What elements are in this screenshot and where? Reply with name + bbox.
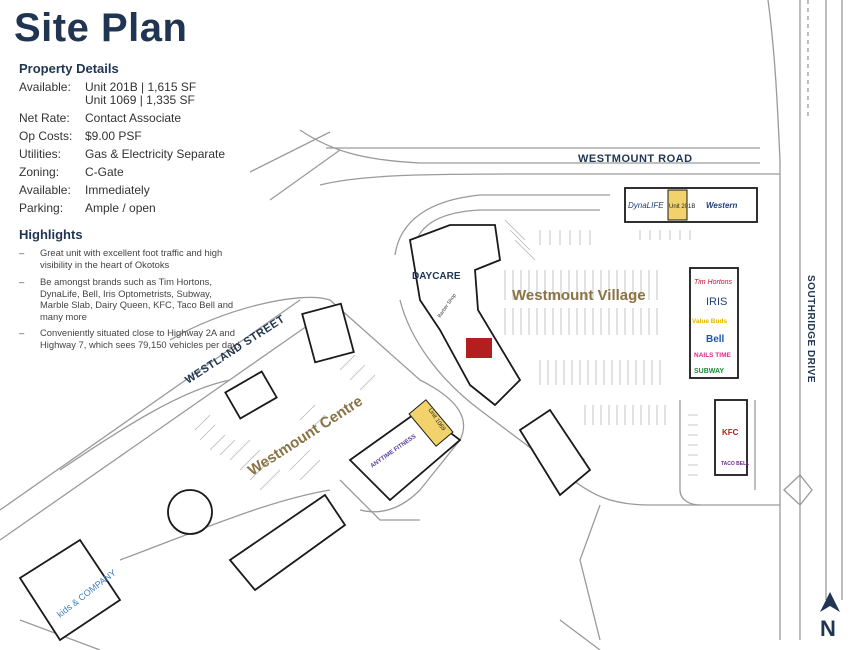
detail-value: Unit 201B | 1,615 SF (85, 80, 197, 94)
label-unit-201b: Unit 201B (669, 204, 695, 210)
parking-stalls (194, 219, 698, 491)
page-title: Site Plan (14, 6, 188, 50)
detail-key: Parking: (19, 201, 64, 215)
tenant-red-unit (466, 338, 492, 358)
detail-value: Gas & Electricity Separate (85, 147, 226, 161)
label-kfc: KFC (722, 428, 739, 437)
bullet-dash: – (19, 327, 25, 338)
road-label-southridge: SOUTHRIDGE DRIVE (805, 275, 816, 383)
north-arrow-icon (820, 592, 840, 612)
label-bell: Bell (706, 334, 725, 345)
highlight-text: Great unit with excellent foot traffic a… (40, 247, 223, 270)
bullet-dash: – (19, 276, 25, 287)
detail-key: Zoning: (19, 165, 60, 179)
detail-value: Immediately (85, 183, 150, 197)
detail-value: Unit 1069 | 1,335 SF (85, 93, 195, 107)
highlight-text: Be amongst brands such as Tim Hortons, D… (40, 276, 234, 322)
detail-value: Ample / open (85, 201, 156, 215)
detail-value: Contact Associate (85, 111, 182, 125)
label-daycare: DAYCARE (412, 271, 461, 282)
detail-value: $9.00 PSF (85, 129, 142, 143)
detail-key: Op Costs: (19, 129, 73, 143)
north-label: N (820, 616, 836, 641)
unit-1069-highlight[interactable] (408, 399, 454, 447)
label-dynalife: DynaLIFE (628, 201, 664, 210)
detail-key: Net Rate: (19, 111, 70, 125)
label-western: Western (706, 201, 738, 210)
detail-key: Available: (19, 80, 71, 94)
area-label-westmount-village: Westmount Village (512, 287, 646, 304)
label-value-buds: Value Buds (692, 318, 727, 325)
property-details-heading: Property Details (19, 61, 119, 76)
detail-key: Utilities: (19, 147, 62, 161)
highlight-text: Conveniently situated close to Highway 2… (40, 327, 240, 350)
road-label-westmount: WESTMOUNT ROAD (578, 153, 693, 165)
label-tim-hortons: Tim Hortons (694, 279, 733, 286)
unit-201b-highlight[interactable] (667, 189, 688, 221)
detail-key: Available: (19, 183, 71, 197)
label-nails: NAILS TIME (694, 352, 731, 359)
label-taco-bell: TACO BELL (721, 461, 749, 467)
bullet-dash: – (19, 247, 25, 258)
label-subway: SUBWAY (694, 368, 724, 375)
label-iris: IRIS (706, 296, 727, 308)
highlights-heading: Highlights (19, 227, 83, 242)
detail-value: C-Gate (85, 165, 124, 179)
